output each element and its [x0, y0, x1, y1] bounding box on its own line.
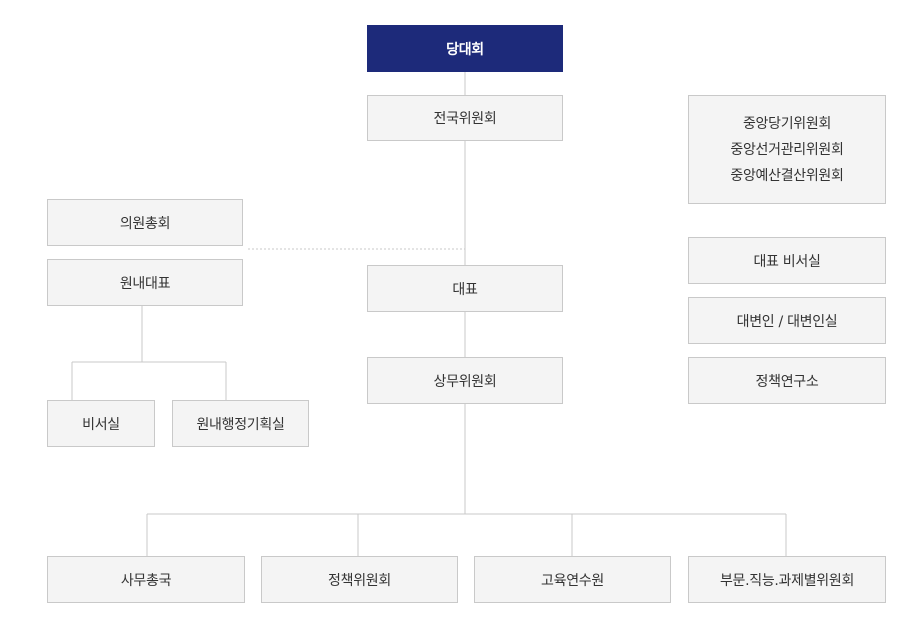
party-convention-label: 당대회 — [446, 41, 484, 58]
national-committee-label: 전국위원회 — [433, 111, 497, 127]
floor-planning-office-box: 원내행정기획실 — [172, 400, 309, 447]
central-committee-label-1: 중앙당기위원회 — [742, 115, 832, 132]
policy-institute-box: 정책연구소 — [688, 357, 886, 404]
central-committee-label-3: 중앙예산결산위원회 — [730, 167, 844, 184]
training-institute-box: 고육연수원 — [474, 556, 671, 603]
policy-institute-label: 정책연구소 — [755, 373, 819, 390]
chief-of-staff-label: 대표 비서실 — [753, 253, 821, 270]
central-committees-box: 중앙당기위원회 중앙선거관리위원회 중앙예산결산위원회 — [688, 95, 886, 204]
standing-committee-label: 상무위원회 — [433, 373, 497, 390]
training-institute-label: 고육연수원 — [541, 572, 604, 589]
floor-planning-office-label: 원내행정기획실 — [196, 416, 285, 433]
chief-of-staff-box: 대표 비서실 — [688, 237, 886, 284]
spokesperson-box: 대변인 / 대변인실 — [688, 297, 886, 344]
national-committee-box: 전국위원회 — [367, 95, 563, 141]
general-affairs-label: 사무총국 — [120, 572, 172, 589]
spokesperson-label: 대변인 / 대변인실 — [736, 313, 838, 330]
party-convention-box: 당대회 — [367, 25, 563, 72]
central-committee-label-2: 중앙선거관리위원회 — [730, 141, 844, 158]
policy-committee-label: 정책위원회 — [328, 572, 391, 589]
standing-committee-box: 상무위원회 — [367, 357, 563, 404]
secretariat-office-label: 비서실 — [82, 416, 120, 433]
sector-committees-box: 부문.직능.과제별위원회 — [688, 556, 886, 603]
policy-committee-box: 정책위원회 — [261, 556, 458, 603]
general-assembly-label: 의원총회 — [119, 215, 171, 232]
secretariat-office-box: 비서실 — [47, 400, 155, 447]
general-affairs-box: 사무총국 — [47, 556, 245, 603]
floor-leader-box: 원내대표 — [47, 259, 243, 306]
sector-committees-label: 부문.직능.과제별위원회 — [719, 572, 855, 589]
leader-box: 대표 — [367, 265, 563, 312]
general-assembly-box: 의원총회 — [47, 199, 243, 246]
leader-label: 대표 — [452, 281, 478, 298]
floor-leader-label: 원내대표 — [119, 275, 171, 292]
